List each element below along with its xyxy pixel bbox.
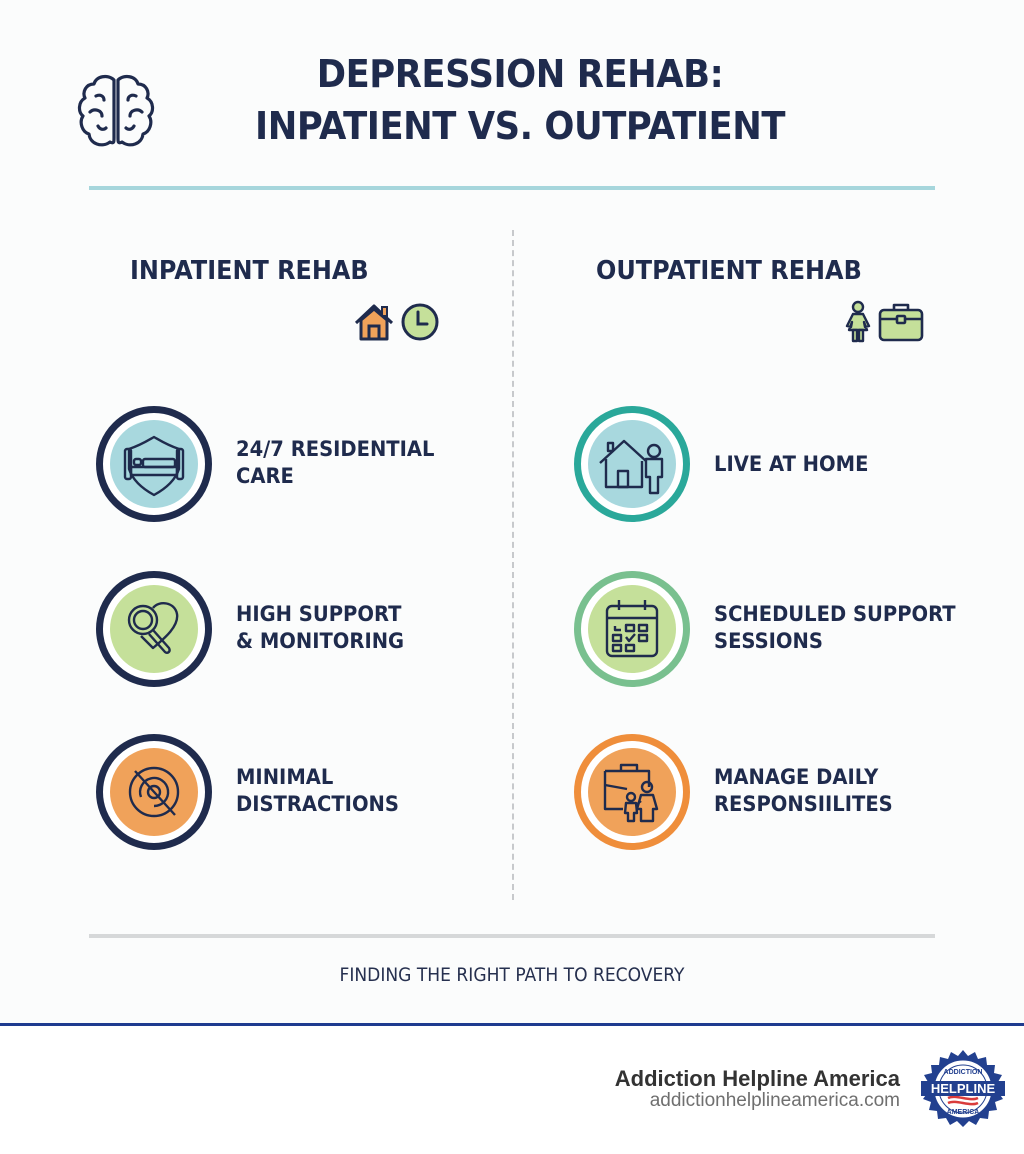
outpatient-item-live-at-home: LIVE AT HOME xyxy=(574,406,994,526)
inpatient-item-minimal-distractions: MINIMAL DISTRACTIONS xyxy=(96,734,516,854)
brand-name: Addiction Helpline America xyxy=(614,1066,900,1091)
bottom-divider xyxy=(89,934,935,938)
header: DEPRESSION REHAB: INPATIENT VS. OUTPATIE… xyxy=(0,40,1024,160)
title-line-1: DEPRESSION REHAB: xyxy=(316,52,724,96)
item-label: HIGH SUPPORT & MONITORING xyxy=(236,602,405,653)
bed-shield-icon xyxy=(123,435,185,497)
svg-text:AMERICA: AMERICA xyxy=(947,1109,980,1116)
brain-icon xyxy=(77,74,155,147)
inpatient-title: INPATIENT REHAB xyxy=(130,256,369,286)
svg-text:HELPLINE: HELPLINE xyxy=(931,1081,996,1096)
inpatient-mini-icons xyxy=(352,300,440,344)
briefcase-family-icon xyxy=(603,763,659,823)
tagline: FINDING THE RIGHT PATH TO RECOVERY xyxy=(339,964,685,986)
house-icon xyxy=(354,304,394,341)
clock-icon xyxy=(401,303,439,341)
column-divider xyxy=(512,230,514,900)
outpatient-item-scheduled-sessions: SCHEDULED SUPPORT SESSIONS xyxy=(574,571,994,691)
person-icon xyxy=(845,300,871,343)
magnifier-heart-icon xyxy=(127,602,179,654)
outpatient-mini-icons xyxy=(843,300,925,344)
header-divider xyxy=(89,186,935,190)
inpatient-item-high-support: HIGH SUPPORT & MONITORING xyxy=(96,571,516,691)
no-target-icon xyxy=(128,766,180,818)
footer-bar xyxy=(0,1023,1024,1026)
item-label: SCHEDULED SUPPORT SESSIONS xyxy=(714,602,956,653)
helpline-seal-logo: HELPLINE ADDICTION AMERICA xyxy=(921,1050,1005,1127)
item-label: LIVE AT HOME xyxy=(714,452,869,476)
title-line-2: INPATIENT VS. OUTPATIENT xyxy=(255,104,785,148)
outpatient-item-daily-responsibilities: MANAGE DAILY RESPONSIILITES xyxy=(574,734,994,854)
item-label: MINIMAL DISTRACTIONS xyxy=(236,765,399,816)
svg-text:ADDICTION: ADDICTION xyxy=(944,1069,983,1076)
item-label: 24/7 RESIDENTIAL CARE xyxy=(236,437,435,488)
house-person-icon xyxy=(599,439,664,495)
item-label: MANAGE DAILY RESPONSIILITES xyxy=(714,765,893,816)
brand-url[interactable]: addictionhelplineamerica.com xyxy=(649,1090,900,1111)
outpatient-title: OUTPATIENT REHAB xyxy=(596,256,862,286)
footer: Addiction Helpline America addictionhelp… xyxy=(0,1026,1024,1154)
inpatient-item-residential-care: 24/7 RESIDENTIAL CARE xyxy=(96,406,516,526)
briefcase-icon xyxy=(878,303,924,342)
calendar-icon xyxy=(605,600,659,658)
page-title: DEPRESSION REHAB: INPATIENT VS. OUTPATIE… xyxy=(222,48,817,152)
